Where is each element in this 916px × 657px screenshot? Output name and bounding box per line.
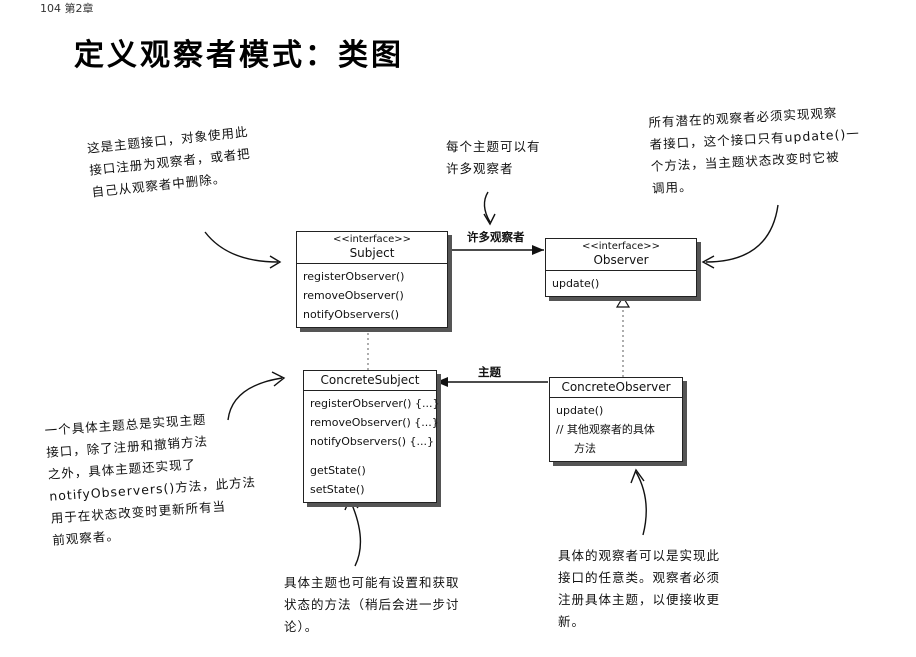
pointer-arrow-concrete-subject: [227, 377, 283, 421]
concrete-subject-box: ConcreteSubject registerObserver() {...}…: [303, 370, 440, 503]
observer-stereotype: <<interface>>: [581, 241, 661, 252]
concrete-observer-box: ConcreteObserver update() // 其他观察者的具体 方法: [549, 377, 683, 462]
many-observers-label: 许多观察者: [467, 230, 525, 244]
subject-method: removeObserver(): [303, 289, 404, 302]
concrete-observer-comment: 方法: [574, 442, 596, 455]
subject-label: 主题: [478, 365, 501, 379]
pointer-arrow-state: [349, 499, 362, 567]
subject-name: Subject: [349, 246, 395, 260]
note-observer-interface: 所有潜在的观察者必须实现观察 者接口，这个接口只有update()一 个方法，当…: [648, 105, 861, 196]
note-concrete-subject: 一个具体主题总是实现主题 接口，除了注册和撤销方法 之外，具体主题还实现了 no…: [44, 411, 257, 548]
pointer-arrow-many: [483, 191, 491, 223]
concrete-observer-method: update(): [556, 404, 604, 417]
concrete-observer-name: ConcreteObserver: [561, 380, 671, 394]
realization-triangle-observer: [615, 295, 631, 308]
page-title: 定义观察者模式：类图: [74, 38, 404, 73]
concrete-subject-method: registerObserver() {...}: [310, 397, 440, 410]
page-header: 104 第2章: [40, 2, 94, 15]
concrete-subject-method: getState(): [310, 464, 366, 477]
subject-method: registerObserver(): [303, 270, 405, 283]
concrete-subject-method: notifyObservers() {...}: [310, 435, 435, 448]
pointer-arrow-observer: [705, 204, 779, 263]
note-concrete-observer: 具体的观察者可以是实现此 接口的任意类。观察者必须 注册具体主题，以便接收更 新…: [558, 548, 721, 629]
note-state-methods: 具体主题也可能有设置和获取 状态的方法（稍后会进一步讨 论）。: [284, 575, 460, 634]
concrete-subject-method: setState(): [310, 483, 365, 496]
subject-method: notifyObservers(): [303, 308, 400, 321]
observer-interface-box: <<interface>> Observer update(): [545, 238, 697, 297]
pointer-arrow-subject: [204, 231, 279, 263]
concrete-subject-method: removeObserver() {...}: [310, 416, 439, 429]
subject-interface-box: <<interface>> Subject registerObserver()…: [296, 231, 448, 328]
subject-association-arrowhead: [436, 377, 448, 387]
concrete-subject-name: ConcreteSubject: [320, 373, 420, 387]
observer-name: Observer: [593, 253, 649, 267]
observer-method: update(): [552, 277, 600, 290]
pointer-arrow-concrete-observer: [635, 471, 647, 536]
note-many-observers: 每个主题可以有 许多观察者: [446, 139, 541, 176]
subject-stereotype: <<interface>>: [332, 234, 412, 245]
concrete-observer-comment: // 其他观察者的具体: [556, 423, 655, 436]
association-arrowhead: [532, 245, 544, 255]
